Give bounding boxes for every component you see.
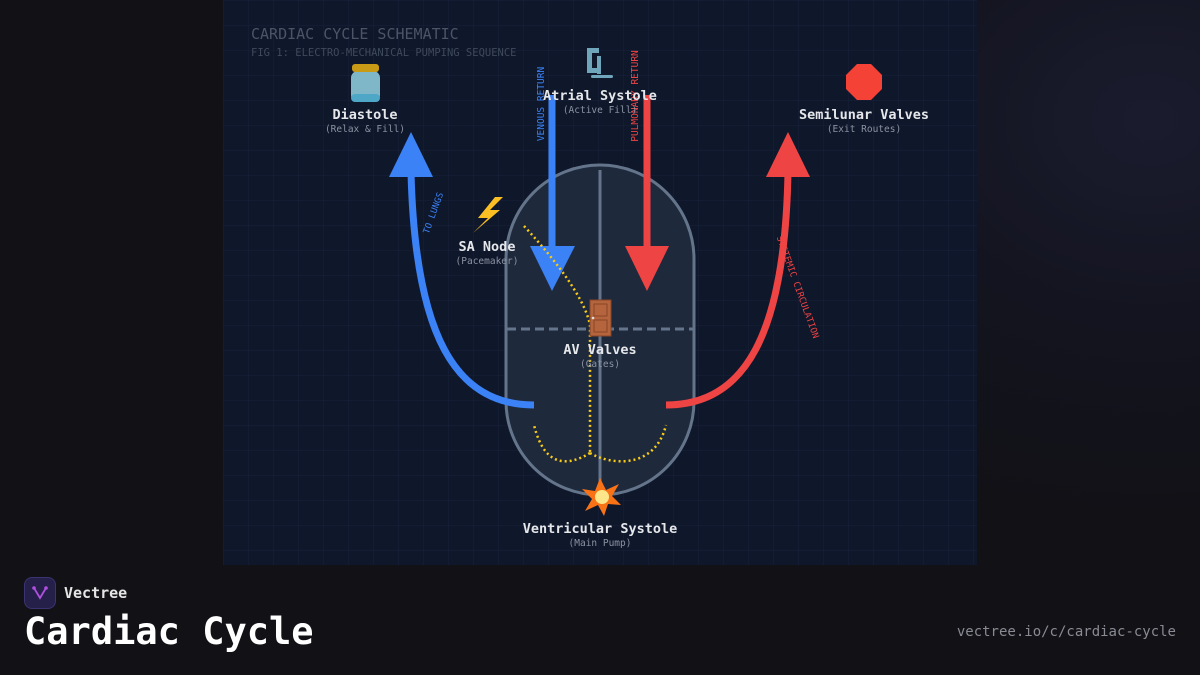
semilunar-label: Semilunar Valves [799, 107, 929, 123]
lightning-icon [473, 197, 503, 233]
sa-node-label: SA Node [459, 239, 516, 255]
door-icon [589, 299, 612, 337]
figure-title: CARDIAC CYCLE SCHEMATIC [251, 25, 459, 43]
ventricular-systole-label: Ventricular Systole [523, 521, 677, 537]
jar-icon [351, 64, 380, 102]
ventricular-systole-sub: (Main Pump) [569, 538, 632, 549]
diastole-label: Diastole [332, 107, 397, 123]
explosion-icon [582, 478, 621, 516]
to-lungs-arrow [389, 132, 535, 409]
av-valves-label: AV Valves [563, 342, 636, 358]
stop-sign-icon [846, 64, 882, 100]
semilunar-sub: (Exit Routes) [827, 124, 901, 135]
vectree-logo-icon [24, 577, 56, 609]
sa-node-sub: (Pacemaker) [456, 256, 519, 267]
figure-subtitle: FIG 1: ELECTRO-MECHANICAL PUMPING SEQUEN… [251, 47, 517, 59]
brand: Vectree [24, 577, 127, 609]
pulmonary-return-arrow [625, 95, 669, 291]
clamp-icon [587, 48, 613, 78]
systemic-arrow [665, 132, 810, 409]
venous-return-arrow [530, 95, 575, 291]
atrial-systole-label: Atrial Systole [543, 88, 657, 104]
diastole-sub: (Relax & Fill) [325, 124, 405, 135]
brand-name: Vectree [64, 584, 128, 602]
page-title: Cardiac Cycle [24, 610, 314, 653]
av-valves-sub: (Gates) [580, 359, 620, 370]
pulmonary-return-label: PULMONARY RETURN [630, 50, 641, 142]
conduction-path [523, 225, 668, 463]
page-url-link[interactable]: vectree.io/c/cardiac-cycle [956, 624, 1176, 640]
venous-return-label: VENOUS RETURN [536, 67, 547, 142]
diagram-panel: CARDIAC CYCLE SCHEMATIC FIG 1: ELECTRO-M… [223, 0, 977, 565]
atrial-systole-sub: (Active Fill) [563, 105, 637, 116]
